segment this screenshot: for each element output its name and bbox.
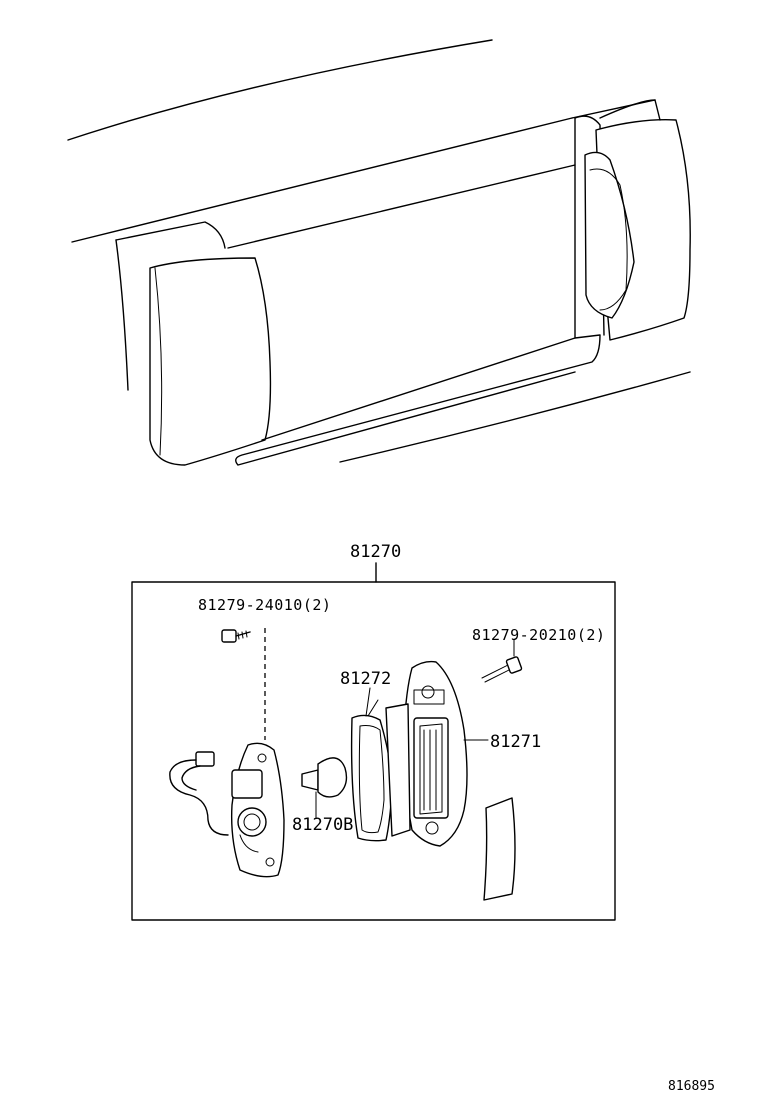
- screw-right-label: 81279-20210(2): [472, 626, 606, 644]
- reflector-plate-icon: [483, 797, 516, 901]
- leader-lines: [315, 687, 371, 819]
- screw-left-icon: [221, 628, 266, 740]
- socket-wire-icon: [169, 742, 285, 878]
- gasket-label: 81272: [340, 669, 392, 689]
- screw-right-icon: [481, 639, 523, 683]
- assembly-bracket: [131, 562, 616, 921]
- vehicle-rear-illustration: [67, 39, 691, 466]
- diagram-id-label: 816895: [668, 1079, 715, 1094]
- bulb-label: 81270B: [292, 815, 354, 835]
- assembly-number-label: 81270: [350, 542, 402, 562]
- bulb-icon: [301, 757, 348, 813]
- gasket-icon: [350, 699, 393, 842]
- lens-label: 81271: [490, 732, 542, 752]
- screw-left-label: 81279-24010(2): [198, 596, 332, 614]
- lens-housing-icon: [385, 660, 489, 847]
